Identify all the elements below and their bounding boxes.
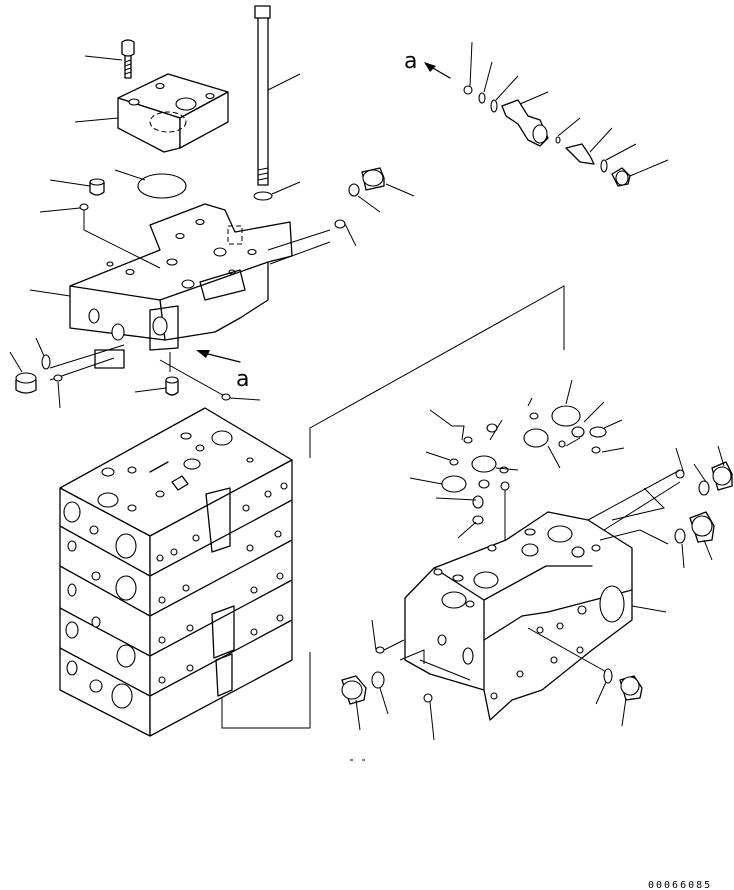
drawing-code: 00066085	[648, 880, 712, 890]
plug-top-right	[348, 167, 415, 213]
plugs-right	[587, 445, 733, 569]
valve-stack	[59, 407, 293, 737]
plug-left	[9, 337, 125, 409]
fittings-bottom-right	[341, 619, 643, 741]
valve-section-right	[404, 511, 667, 721]
arrow-a-middle: a	[196, 350, 249, 392]
seal-ring-left	[114, 169, 187, 199]
tie-bolt	[253, 5, 301, 201]
seal-group-right	[409, 379, 625, 596]
socket-bolt-top	[84, 39, 135, 79]
view-label-a-top: a	[404, 49, 417, 74]
spool-bore-right	[267, 219, 357, 265]
view-label-a-middle: a	[236, 367, 249, 392]
small-cap-left	[39, 178, 105, 213]
valve-section-top	[29, 203, 293, 351]
spool-assembly: a	[404, 41, 669, 187]
cover-plate	[74, 73, 229, 153]
small-piston	[134, 376, 261, 401]
